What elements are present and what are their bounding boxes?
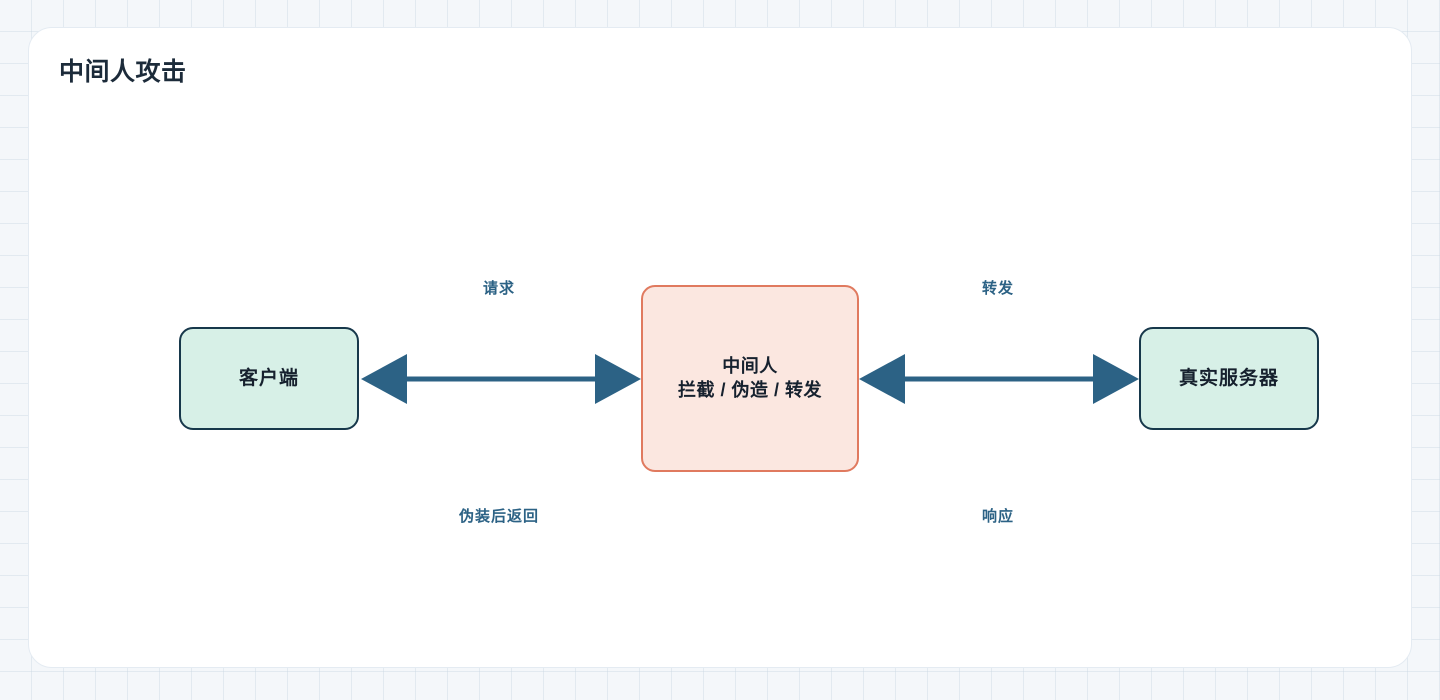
edge-label-forward: 转发 [981, 280, 1015, 297]
node-server-label: 真实服务器 [1178, 367, 1279, 389]
connector-attacker-server[interactable] [857, 353, 1141, 405]
edge-label-request: 请求 [482, 280, 516, 297]
node-client-label: 客户端 [238, 367, 299, 389]
node-server[interactable]: 真实服务器 [1139, 327, 1319, 430]
arrowhead-to-client [361, 354, 407, 404]
node-attacker-sublabel: 拦截 / 伪造 / 转发 [677, 379, 822, 400]
edge-label-response: 响应 [981, 508, 1015, 525]
page-title: 中间人攻击 [59, 58, 187, 86]
diagram-card: 中间人攻击 请求 伪装后返回 转发 响应 客户端 中间人 拦截 / 伪造 / 转… [28, 27, 1412, 668]
arrowhead-to-attacker [595, 354, 641, 404]
node-client[interactable]: 客户端 [179, 327, 359, 430]
arrowhead-to-attacker-right [859, 354, 905, 404]
node-attacker-label: 中间人 [722, 355, 778, 376]
diagram-canvas: 请求 伪装后返回 转发 响应 客户端 中间人 拦截 / 伪造 / 转发 真实服务… [29, 28, 1411, 667]
edge-label-spoofed-return: 伪装后返回 [458, 508, 540, 525]
connector-client-attacker[interactable] [359, 353, 643, 405]
arrowhead-to-server [1093, 354, 1139, 404]
node-attacker[interactable]: 中间人 拦截 / 伪造 / 转发 [641, 285, 859, 472]
